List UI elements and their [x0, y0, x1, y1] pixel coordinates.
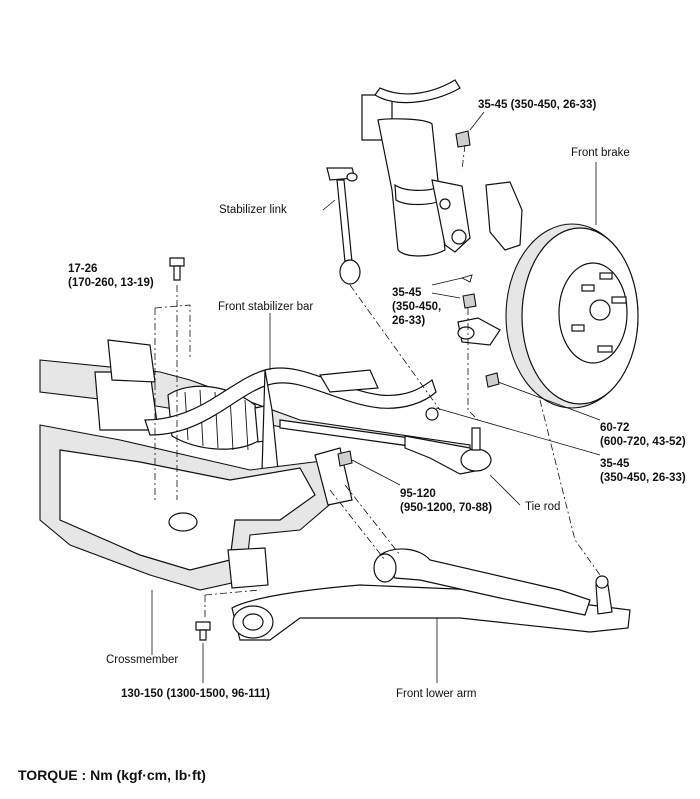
torque-link-nut-lower-line3: 26-33) — [392, 315, 426, 327]
torque-link-nut-lower-line2: (350-450, — [392, 301, 442, 313]
torque-link-nut-top: 35-45 (350-450, 26-33) — [478, 99, 597, 111]
torque-caliper-line2: (600-720, 43-52) — [600, 436, 686, 448]
torque-caliper-line1: 60-72 — [600, 422, 630, 434]
caliper-bolt — [485, 372, 500, 388]
lower-arm-bolt — [195, 621, 211, 641]
stabilizer-bracket-bolt — [337, 407, 439, 467]
label-tie-rod: Tie rod — [525, 501, 561, 513]
link-nut-top — [455, 130, 471, 148]
torque-tie-rod-end-line2: (350-450, 26-33) — [600, 472, 686, 484]
strut-assembly — [361, 79, 471, 257]
front-lower-arm-part — [231, 548, 631, 641]
label-front-brake: Front brake — [571, 147, 630, 159]
alignment-lines — [154, 144, 601, 620]
label-front-stabilizer-bar: Front stabilizer bar — [218, 301, 314, 313]
stabilizer-link-part — [326, 167, 361, 285]
link-nut-lower — [460, 274, 477, 309]
torque-stabilizer-bracket-line1: 95-120 — [400, 488, 436, 500]
label-front-lower-arm: Front lower arm — [396, 688, 477, 700]
leader-lines — [151, 111, 601, 683]
torque-lower-arm-bolt: 130-150 (1300-1500, 96-111) — [121, 688, 270, 700]
crossmember-part — [39, 424, 353, 591]
subframe-bolt — [169, 257, 185, 281]
front-brake-part — [457, 181, 639, 409]
torque-tie-rod-end-line1: 35-45 — [600, 458, 630, 470]
label-crossmember: Crossmember — [106, 654, 179, 666]
torque-stabilizer-bracket-line2: (950-1200, 70-88) — [400, 502, 493, 514]
torque-link-nut-lower-line1: 35-45 — [392, 287, 422, 299]
label-stabilizer-link: Stabilizer link — [219, 204, 287, 216]
torque-units-note: TORQUE : Nm (kgf·cm, lb·ft) — [18, 767, 206, 783]
front-stabilizer-bar-part — [144, 367, 437, 473]
torque-subframe-bolt-line1: 17-26 — [68, 263, 98, 275]
torque-subframe-bolt-line2: (170-260, 13-19) — [68, 277, 154, 289]
